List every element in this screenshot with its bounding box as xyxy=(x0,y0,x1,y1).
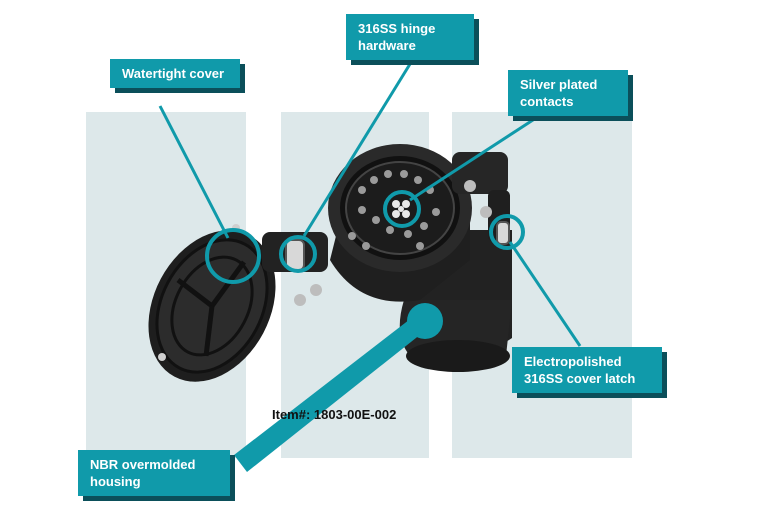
callout-watertight-cover-text: Watertight cover xyxy=(122,66,225,81)
callout-hinge-hardware: 316SS hinge hardware xyxy=(346,14,474,60)
highlight-circles xyxy=(205,190,525,339)
callout-cover-latch-text: Electropolished 316SS cover latch xyxy=(524,354,636,386)
callout-watertight-cover: Watertight cover xyxy=(110,59,240,88)
callout-hinge-hardware-text: 316SS hinge hardware xyxy=(358,21,436,53)
contact-pins-graphic xyxy=(348,170,440,250)
callout-nbr-housing-text: NBR overmolded housing xyxy=(90,457,196,489)
highlight-cover xyxy=(205,228,261,284)
highlight-housing xyxy=(407,303,443,339)
highlight-contacts xyxy=(383,190,421,228)
leader-line-latch xyxy=(508,241,582,347)
callout-silver-contacts: Silver plated contacts xyxy=(508,70,628,116)
item-number-label: Item#: 1803-00E-002 xyxy=(272,407,397,422)
leader-lines xyxy=(158,63,582,347)
callout-silver-contacts-text: Silver plated contacts xyxy=(520,77,598,109)
leader-line-cover xyxy=(158,105,230,239)
leader-wedge-housing xyxy=(234,313,426,472)
watertight-cover-graphic xyxy=(148,224,276,382)
callout-cover-latch: Electropolished 316SS cover latch xyxy=(512,347,662,393)
highlight-latch xyxy=(489,214,525,250)
highlight-hinge xyxy=(279,235,317,273)
callout-nbr-housing: NBR overmolded housing xyxy=(78,450,230,496)
leader-line-contacts xyxy=(409,116,537,202)
silver-contact-cluster-graphic xyxy=(392,200,410,218)
leader-line-hinge xyxy=(302,63,412,237)
